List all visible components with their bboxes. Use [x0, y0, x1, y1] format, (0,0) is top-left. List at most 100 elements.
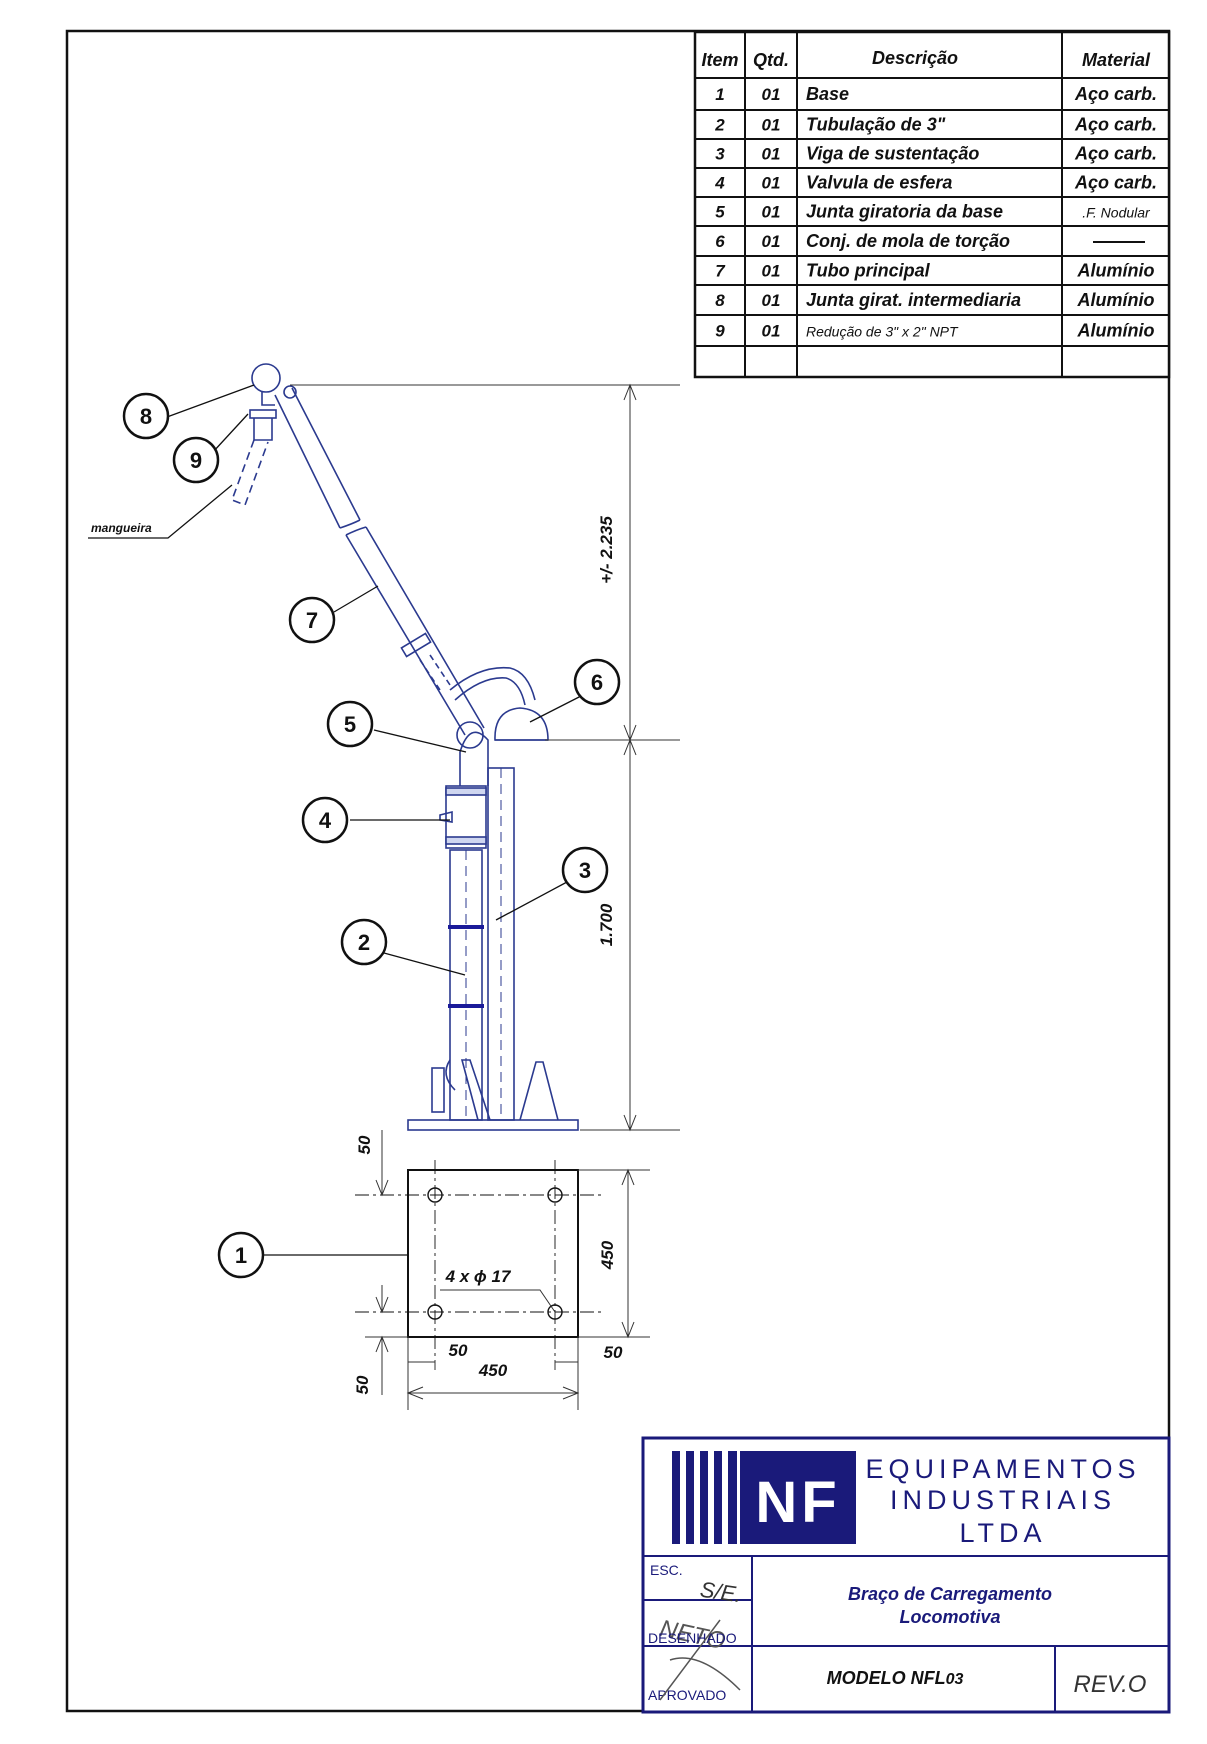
table-cell-description: Junta giratoria da base: [806, 202, 1003, 222]
model-label: MODELO NFL03: [827, 1668, 964, 1688]
main-tube-lower: [345, 526, 485, 736]
callout-circle: [326, 700, 374, 748]
callout-circle: [340, 918, 388, 966]
drawing-title-line-2: Locomotiva: [899, 1607, 1000, 1627]
company-logo: [672, 1451, 856, 1544]
table-cell-qty: 01: [762, 145, 781, 164]
table-cell-description: Junta girat. intermediaria: [806, 290, 1021, 310]
table-header-item: Item: [701, 50, 738, 70]
spring-arm: [449, 666, 536, 706]
base-plan-view: [355, 1160, 605, 1360]
table-cell-item: 3: [715, 145, 725, 164]
table-cell-description: Viga de sustentação: [806, 144, 979, 164]
table-cell-material: Aço carb.: [1074, 144, 1157, 164]
callout-number: 6: [591, 670, 603, 695]
hose-label: mangueira: [91, 521, 152, 535]
table-cell-material: Aço carb.: [1074, 173, 1157, 193]
loading-arm-elevation: [230, 363, 579, 1131]
table-cell-qty: 01: [762, 116, 781, 135]
callout-number: 8: [140, 404, 152, 429]
table-cell-description: Tubo principal: [806, 261, 931, 281]
table-header-description: Descrição: [872, 48, 958, 68]
ball-valve: [445, 785, 487, 849]
hose: [230, 439, 269, 507]
callout-circle: [301, 796, 349, 844]
callout-circle: [172, 436, 220, 484]
base-plan-dimensions: [365, 1130, 650, 1410]
callout-circle: [217, 1231, 265, 1279]
table-cell-material: Alumínio: [1077, 290, 1155, 310]
table-cell-qty: 01: [762, 232, 781, 251]
hole-spec-label: 4 x ϕ 17: [445, 1267, 512, 1286]
table-header-material: Material: [1082, 50, 1151, 70]
bottom-flange: [431, 1067, 445, 1113]
dim-upper-height: +/- 2.235: [597, 516, 616, 584]
table-cell-item: 2: [714, 116, 725, 135]
callout-circle: [122, 392, 170, 440]
callout-leaders: [88, 384, 584, 1256]
main-tube-flange: [400, 632, 432, 658]
table-cell-item: 5: [715, 203, 725, 222]
table-cell-item: 9: [715, 322, 725, 341]
table-cell-qty: 01: [762, 262, 781, 281]
drawn-label: DESENHADO: [648, 1630, 737, 1646]
company-line-1: EQUIPAMENTOS: [865, 1454, 1140, 1484]
callout-number: 3: [579, 858, 591, 883]
gusset-right: [519, 1061, 559, 1121]
table-cell-item: 8: [715, 291, 725, 310]
table-cell-qty: 01: [762, 85, 781, 104]
torsion-spring-dome: [494, 707, 549, 741]
callout-number: 2: [358, 930, 370, 955]
table-cell-material: .F. Nodular: [1082, 205, 1151, 221]
main-tube-upper: [274, 387, 361, 529]
table-cell-description: Base: [806, 84, 849, 104]
dim-base-height: 450: [598, 1240, 617, 1270]
dim-offset-left: 50: [449, 1341, 468, 1360]
table-cell-qty: 01: [762, 291, 781, 310]
sheet-border: [65, 29, 1171, 1713]
table-header-qty: Qtd.: [753, 50, 789, 70]
reducer: [249, 409, 277, 419]
bottom-elbow: [445, 1059, 456, 1091]
scale-label: ESC.: [650, 1562, 683, 1578]
model-number: 03: [946, 1671, 964, 1688]
drawing-title-line-1: Braço de Carregamento: [848, 1584, 1052, 1604]
table-cell-item: 7: [715, 262, 726, 281]
table-cell-description: Valvula de esfera: [806, 173, 952, 193]
table-cell-item: 6: [715, 232, 725, 251]
company-line-2: INDUSTRIAIS: [890, 1485, 1116, 1515]
base-swivel-joint: [459, 731, 489, 786]
table-cell-item: 4: [714, 174, 725, 193]
table-cell-material: Aço carb.: [1074, 84, 1157, 104]
table-cell-description: Conj. de mola de torção: [806, 231, 1010, 251]
approved-label: APROVADO: [648, 1687, 726, 1703]
table-cell-qty: 01: [762, 322, 781, 341]
reducer-body: [253, 418, 273, 441]
top-swivel-joint: [251, 363, 281, 393]
callout-number: 9: [190, 448, 202, 473]
dim-offset-right: 50: [604, 1343, 623, 1362]
callout-number: 4: [319, 808, 332, 833]
dim-base-width: 450: [478, 1361, 508, 1380]
dim-lower-height: 1.700: [597, 903, 616, 946]
callout-circle: [561, 846, 609, 894]
title-block: NF EQUIPAMENTOS INDUSTRIAIS LTDA ESC. S/…: [641, 1436, 1171, 1714]
model-label-text: MODELO NFL: [827, 1668, 946, 1688]
table-cell-material: Aço carb.: [1074, 115, 1157, 135]
table-cell-description: Tubulação de 3": [806, 115, 946, 135]
dim-offset-top: 50: [355, 1135, 374, 1154]
table-cell-qty: 01: [762, 174, 781, 193]
callout-number: 5: [344, 712, 356, 737]
table-cell-description: Redução de 3" x 2" NPT: [806, 324, 959, 340]
table-cell-material: Alumínio: [1077, 321, 1155, 341]
base-plate-elevation: [407, 1119, 579, 1131]
callout-number: 7: [306, 608, 318, 633]
table-cell-qty: 01: [762, 203, 781, 222]
callout-circle: [573, 658, 621, 706]
base-plate-plan: [407, 1169, 579, 1338]
callout-circle: [288, 596, 336, 644]
table-cell-item: 1: [715, 85, 724, 104]
